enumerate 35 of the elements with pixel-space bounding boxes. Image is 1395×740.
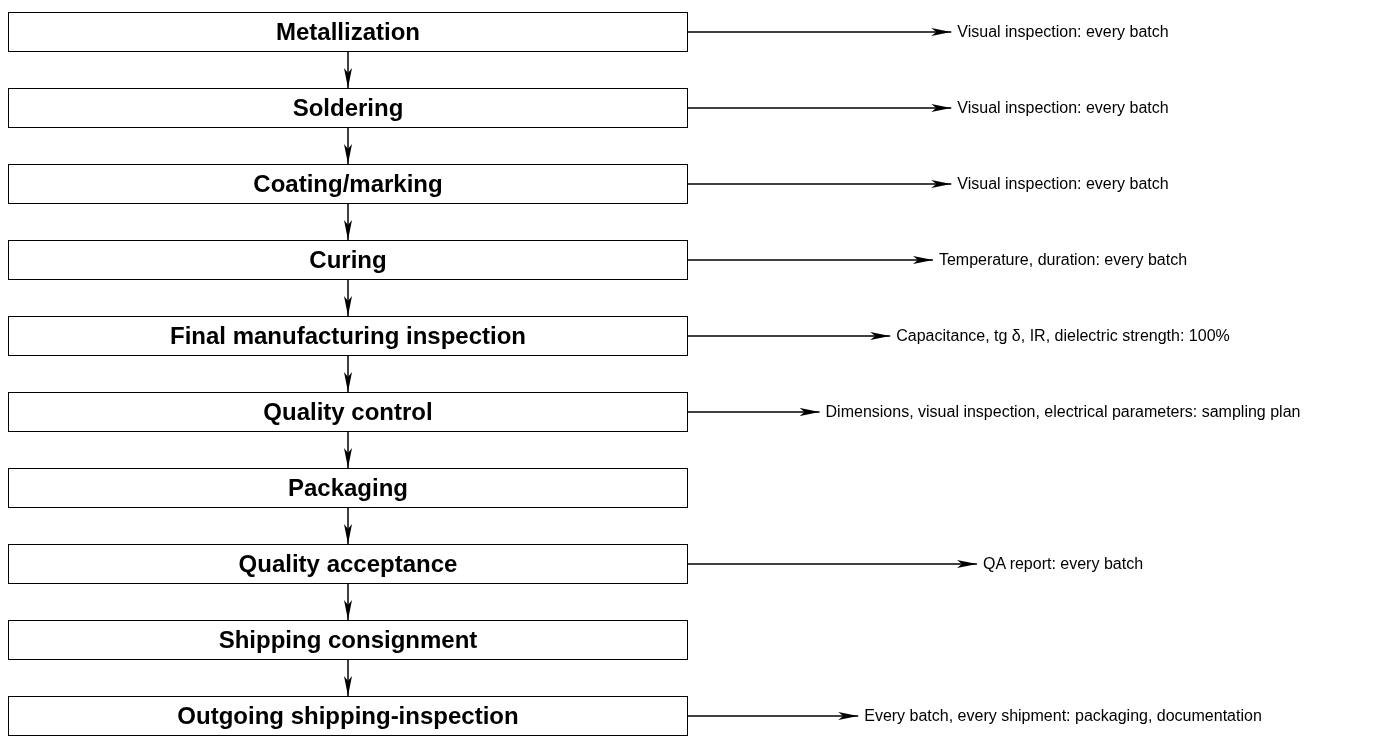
arrow — [344, 659, 352, 697]
arrow — [344, 355, 352, 393]
inspection-note: Dimensions, visual inspection, electrical parameters: sampling plan — [825, 402, 1301, 422]
process-box: Outgoing shipping-inspection — [8, 696, 688, 736]
process-box: Curing — [8, 240, 688, 280]
inspection-note: Every batch, every shipment: packaging, documentation — [864, 706, 1262, 726]
arrow — [687, 560, 978, 568]
arrow — [687, 332, 891, 340]
arrow — [344, 431, 352, 469]
arrow — [344, 507, 352, 545]
process-box: Metallization — [8, 12, 688, 52]
arrow — [344, 127, 352, 165]
process-box: Shipping consignment — [8, 620, 688, 660]
process-box: Quality control — [8, 392, 688, 432]
process-box: Quality acceptance — [8, 544, 688, 584]
inspection-note: Capacitance, tg δ, IR, dielectric strength: 100% — [896, 326, 1230, 346]
process-box: Final manufacturing inspection — [8, 316, 688, 356]
inspection-note: QA report: every batch — [982, 554, 1144, 574]
process-box: Coating/marking — [8, 164, 688, 204]
arrow — [344, 51, 352, 89]
inspection-note: Visual inspection: every batch — [957, 174, 1169, 194]
arrow — [687, 28, 953, 36]
inspection-note: Visual inspection: every batch — [957, 22, 1169, 42]
inspection-note: Visual inspection: every batch — [957, 98, 1169, 118]
arrow — [687, 180, 953, 188]
arrow — [687, 408, 821, 416]
arrow — [687, 712, 859, 720]
arrow — [344, 203, 352, 241]
process-box: Soldering — [8, 88, 688, 128]
inspection-note: Temperature, duration: every batch — [938, 250, 1188, 270]
process-box: Packaging — [8, 468, 688, 508]
arrow — [344, 279, 352, 317]
arrow — [687, 256, 934, 264]
arrow — [687, 104, 953, 112]
arrow — [344, 583, 352, 621]
